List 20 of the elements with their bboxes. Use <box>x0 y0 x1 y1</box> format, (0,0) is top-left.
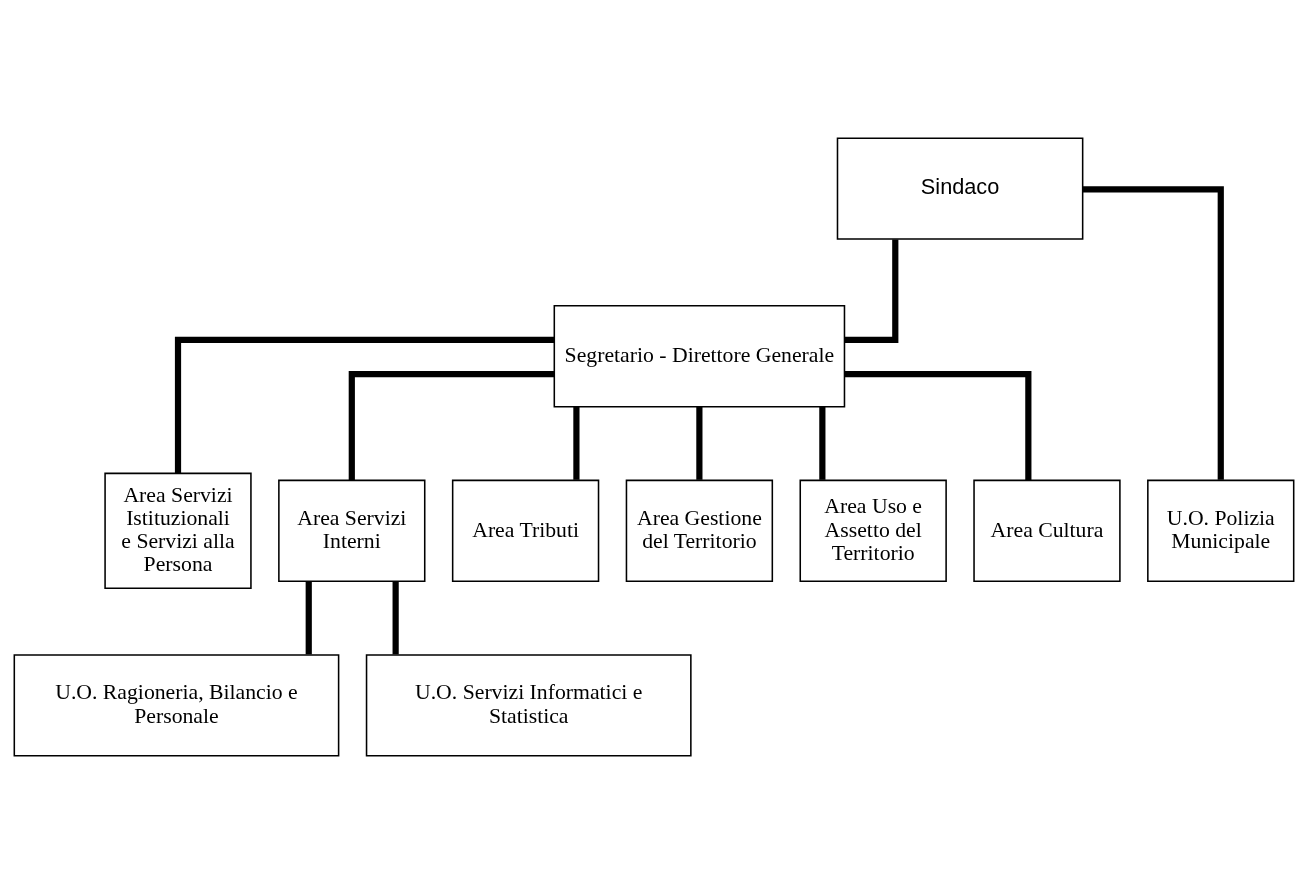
node-box: Area Servizi Interni <box>278 479 426 582</box>
connector <box>174 336 555 473</box>
connector <box>573 406 580 480</box>
node-box: Area Tributi <box>451 479 600 582</box>
connector <box>305 580 312 654</box>
node-box: U.O. Polizia Municipale <box>1147 479 1295 582</box>
node-box: U.O. Ragioneria, Bilancio e Personale <box>13 653 340 757</box>
connector <box>1082 185 1224 480</box>
node-box: Area Servizi Istituzionali e Servizi alla Persona <box>104 472 252 589</box>
connector <box>819 406 826 480</box>
connector <box>696 406 703 480</box>
connector <box>844 370 1032 480</box>
node-box: Sindaco <box>836 136 1084 240</box>
node-box: Segretario - Direttore Generale <box>553 304 846 407</box>
node-box: U.O. Servizi Informatici e Statistica <box>365 653 692 757</box>
node-box: Area Cultura <box>973 479 1121 582</box>
node-box: Area Uso e Assetto del Territorio <box>799 479 947 582</box>
connector <box>392 580 399 654</box>
node-box: Area Gestione del Territorio <box>625 479 774 582</box>
connector <box>844 238 899 343</box>
